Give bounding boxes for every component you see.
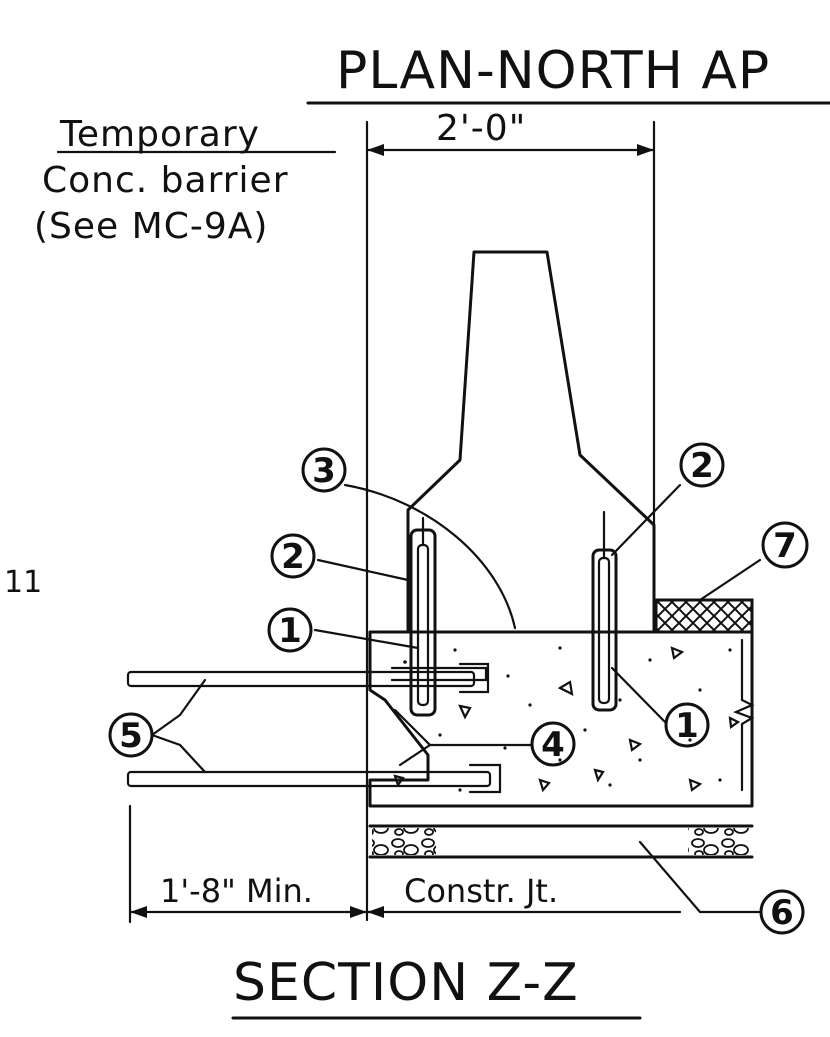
break-line: [733, 638, 755, 792]
leader-4b: [398, 743, 432, 767]
callout-1-left: 1: [267, 607, 313, 653]
callout-2-right: 2: [679, 442, 725, 488]
dowel-bar-lower-hook: [468, 763, 502, 794]
svg-text:7: 7: [773, 526, 797, 566]
svg-text:1: 1: [675, 706, 699, 746]
leader-7: [698, 558, 762, 602]
anchor-left-sleeve: [409, 528, 437, 717]
note-line-3: (See MC-9A): [34, 206, 268, 247]
svg-text:2: 2: [281, 537, 305, 577]
concrete-aggregate: [403, 646, 732, 792]
leader-1-right: [610, 666, 667, 724]
dim-arrow-bottom-left: [130, 906, 147, 918]
dim-bottom-min: 1'-8" Min.: [160, 872, 313, 910]
dim-top-width: 2'-0": [436, 108, 526, 149]
svg-text:6: 6: [770, 893, 794, 933]
callout-6: 6: [759, 889, 805, 935]
note-line-1: Temporary: [59, 114, 260, 155]
svg-text:4: 4: [541, 725, 565, 765]
surfacing-hatch: [654, 598, 754, 634]
concrete-triangles: [393, 646, 741, 793]
leader-5-lower: [150, 733, 207, 774]
anchor-right-sleeve: [591, 548, 618, 712]
barrier-outline: [406, 250, 656, 634]
leader-1-left: [313, 628, 420, 650]
section-title: SECTION Z-Z: [233, 953, 579, 1013]
dowel-bar-upper: [126, 670, 476, 688]
callout-7: 7: [761, 521, 809, 569]
leader-6: [638, 840, 762, 914]
dowel-bar-lower: [126, 770, 492, 788]
svg-text:1: 1: [278, 611, 302, 651]
hook-bar-left: [390, 666, 488, 682]
svg-text:3: 3: [312, 451, 336, 491]
gravel-left: [372, 828, 436, 855]
svg-text:2: 2: [690, 446, 714, 486]
joint-label: Constr. Jt.: [404, 872, 558, 910]
dim-arrow-left: [367, 144, 384, 156]
note-line-2: Conc. barrier: [42, 160, 289, 201]
plan-title: PLAN-NORTH AP: [336, 41, 770, 101]
leader-3: [343, 483, 517, 630]
callout-1-right: 1: [664, 702, 710, 748]
callout-2-left: 2: [270, 533, 316, 579]
joint-arrow: [367, 906, 384, 918]
svg-text:5: 5: [119, 716, 143, 756]
leader-5-upper: [150, 678, 207, 737]
callout-4: 4: [530, 721, 576, 767]
callout-3: 3: [301, 447, 347, 493]
dim-arrow-bottom-right: [350, 906, 367, 918]
dim-arrow-right: [637, 144, 654, 156]
callout-5: 5: [108, 712, 154, 758]
dowel-bar-upper-hook: [458, 662, 490, 694]
leader-2-left: [316, 558, 410, 582]
gravel-right: [688, 828, 750, 855]
margin-mark: 11: [4, 565, 42, 600]
leader-2-right: [610, 483, 682, 557]
